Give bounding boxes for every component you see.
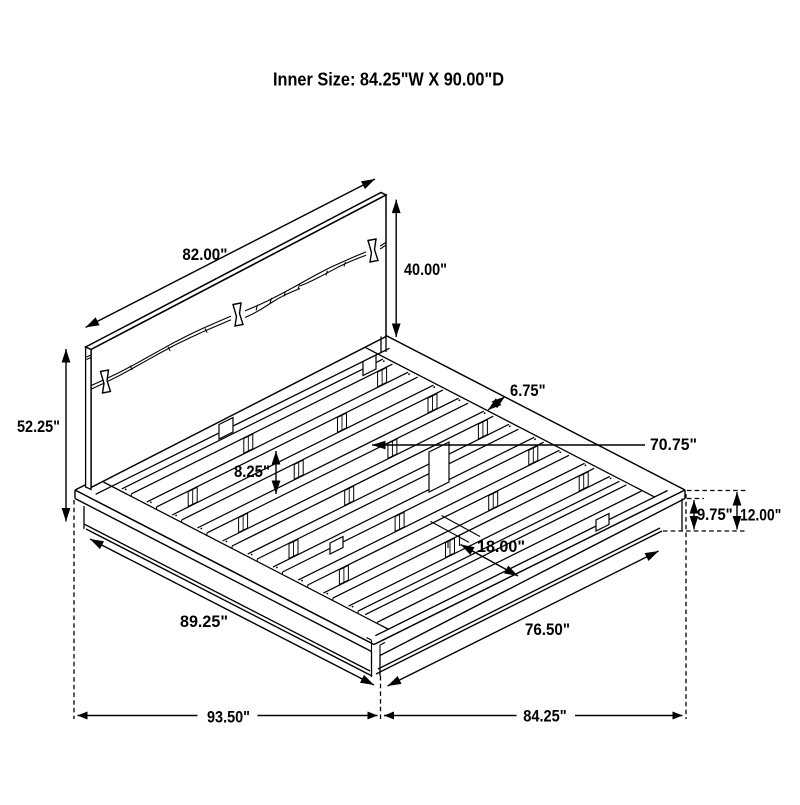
svg-text:9.75": 9.75" <box>697 506 733 524</box>
svg-text:82.00": 82.00" <box>182 246 227 264</box>
svg-text:89.25": 89.25" <box>180 613 228 631</box>
svg-text:8.25": 8.25" <box>234 463 270 481</box>
svg-text:84.25": 84.25" <box>523 708 567 726</box>
svg-text:52.25": 52.25" <box>17 418 60 436</box>
svg-text:6.75": 6.75" <box>510 382 546 400</box>
svg-text:93.50": 93.50" <box>207 709 250 727</box>
svg-text:76.50": 76.50" <box>525 621 570 639</box>
svg-text:12.00": 12.00" <box>740 507 781 525</box>
svg-text:40.00": 40.00" <box>404 261 447 279</box>
svg-text:Inner Size: 84.25"W X 90.00"D: Inner Size: 84.25"W X 90.00"D <box>273 70 504 90</box>
svg-text:70.75": 70.75" <box>650 436 697 454</box>
svg-text:18.00": 18.00" <box>477 538 525 556</box>
